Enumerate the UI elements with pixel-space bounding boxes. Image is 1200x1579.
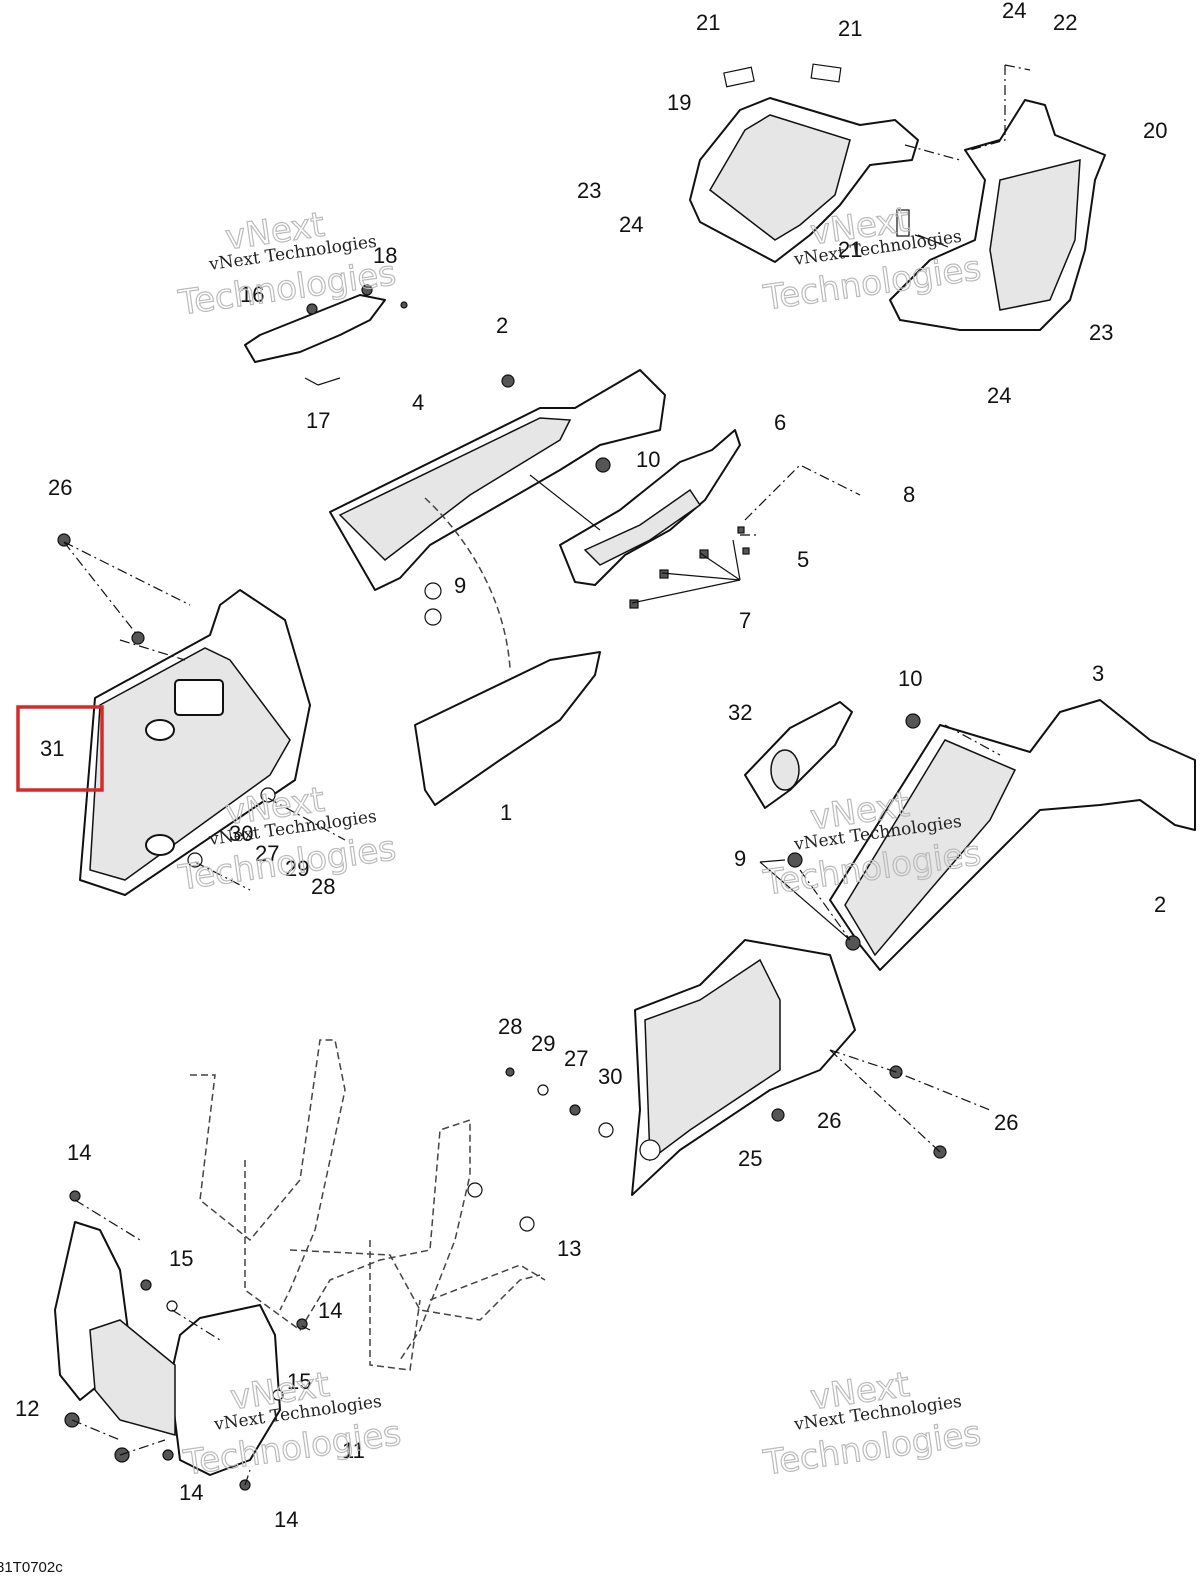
part-31-side-panel [57,533,311,896]
callout-6: 6 [774,410,786,435]
callout-22: 22 [1053,10,1077,35]
callout-19: 19 [667,90,691,115]
callout-16: 16 [240,282,264,307]
watermark: vNext vNext Technologies Technologies [180,1364,404,1484]
part-1-panel [414,497,601,806]
part-6-panel [559,429,750,609]
callout-14: 14 [274,1507,298,1532]
watermark: vNext vNext Technologies Technologies [175,779,399,899]
callout-23: 23 [577,178,601,203]
callout-14: 14 [67,1140,91,1165]
callout-14: 14 [318,1298,342,1323]
callout-8: 8 [903,482,915,507]
callout-30: 30 [229,821,253,846]
frame-ghost [190,1039,546,1371]
callout-27: 27 [255,841,279,866]
callout-21: 21 [838,237,862,262]
callout-17: 17 [306,408,330,433]
callout-32: 32 [728,700,752,725]
callout-24: 24 [1002,0,1026,23]
part-16-bracket [244,284,408,363]
part-19-tray [689,63,919,263]
callout-30: 30 [598,1064,622,1089]
callout-15: 15 [169,1246,193,1271]
callout-29: 29 [285,856,309,881]
watermark: vNext vNext Technologies Technologies [760,1364,984,1484]
part-32-cover [744,701,853,809]
callout-26: 26 [48,475,72,500]
callout-24: 24 [987,383,1011,408]
callout-14: 14 [179,1480,203,1505]
bumper-assembly [54,1190,308,1491]
callout-3: 3 [1092,661,1104,686]
part-25-panel [505,939,947,1196]
callout-26: 26 [994,1110,1018,1135]
callout-2: 2 [496,313,508,338]
callout-21: 21 [838,16,862,41]
callout-2: 2 [1154,892,1166,917]
callout-9: 9 [734,846,746,871]
callout-12: 12 [15,1396,39,1421]
callout-24: 24 [619,212,643,237]
callout-13: 13 [557,1236,581,1261]
callout-25: 25 [738,1146,762,1171]
callout-26: 26 [817,1108,841,1133]
callout-9: 9 [454,573,466,598]
callout-18: 18 [373,243,397,268]
callout-21: 21 [696,10,720,35]
callout-15: 15 [287,1369,311,1394]
callout-10: 10 [636,447,660,472]
callout-20: 20 [1143,118,1167,143]
callout-4: 4 [412,390,424,415]
callout-5: 5 [797,547,809,572]
drawing-code: 81T0702c [0,1559,63,1576]
callout-29: 29 [531,1031,555,1056]
callout-28: 28 [311,874,335,899]
callout-1: 1 [500,800,512,825]
callout-27: 27 [564,1046,588,1071]
callout-11: 11 [342,1438,365,1463]
callout-labels: 21 21 24 22 19 20 23 24 21 23 24 18 16 1… [15,0,1167,1532]
callout-28: 28 [498,1014,522,1039]
callout-23: 23 [1089,320,1113,345]
callout-31-highlight [16,705,104,792]
callout-7: 7 [739,608,751,633]
part-4-panel [329,369,666,626]
callout-10: 10 [898,666,922,691]
leader-lines [63,64,1031,1486]
part-3-panel [787,699,1196,971]
part-20-tray [889,99,1106,331]
callout-31: 31 [40,736,64,761]
